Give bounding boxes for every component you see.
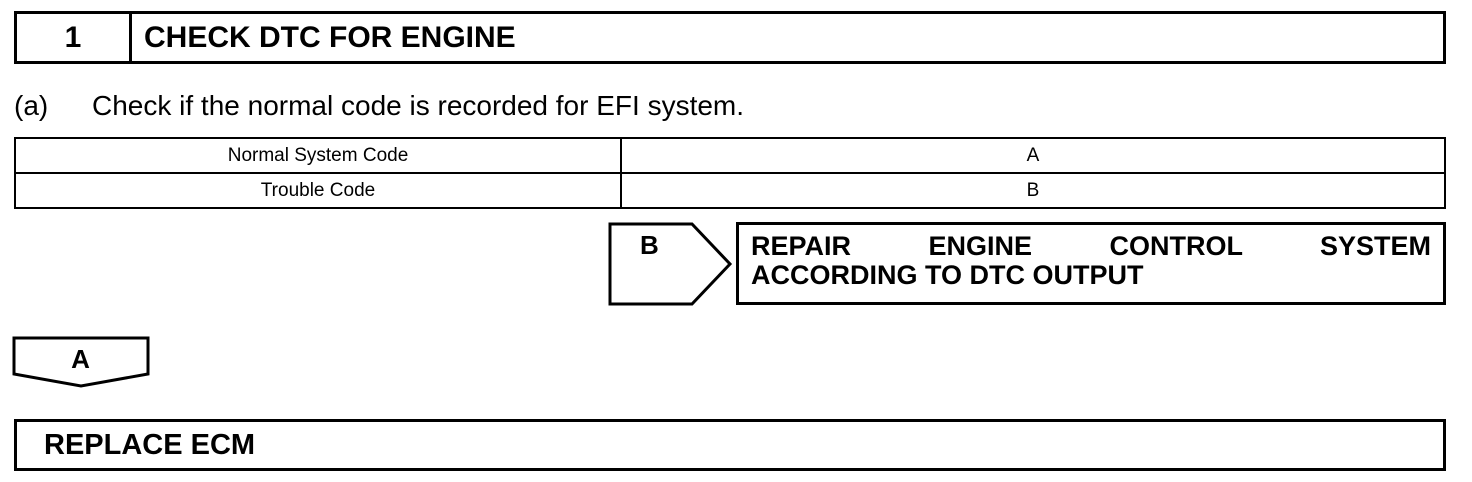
table-cell-result: B xyxy=(620,172,1446,209)
table-row: Trouble Code B xyxy=(14,172,1446,209)
replace-ecm-box: REPLACE ECM xyxy=(14,419,1446,471)
branch-b-arrow-icon xyxy=(608,222,733,306)
result-table: Normal System Code A Trouble Code B xyxy=(14,137,1446,209)
branch-a-label: A xyxy=(71,344,90,374)
table-cell-result: A xyxy=(620,137,1446,174)
table-cell-condition: Normal System Code xyxy=(14,137,622,174)
branch-a-arrow-icon xyxy=(12,336,150,388)
instruction-marker: (a) xyxy=(14,90,49,121)
branch-b-action-line2: ACCORDING TO DTC OUTPUT xyxy=(751,260,1144,290)
step-number: 1 xyxy=(17,14,132,61)
branch-b-action-line1: REPAIR ENGINE CONTROL SYSTEM xyxy=(751,231,1431,261)
instruction: (a) Check if the normal code is recorded… xyxy=(14,90,744,122)
branch-b-label: B xyxy=(640,230,659,260)
instruction-text: Check if the normal code is recorded for… xyxy=(92,90,745,121)
branch-b-action-box: REPAIR ENGINE CONTROL SYSTEM ACCORDING T… xyxy=(736,222,1446,305)
step-header: 1 CHECK DTC FOR ENGINE xyxy=(14,11,1446,64)
table-cell-condition: Trouble Code xyxy=(14,172,622,209)
replace-ecm-title: REPLACE ECM xyxy=(44,428,256,461)
step-title: CHECK DTC FOR ENGINE xyxy=(144,20,516,54)
table-row: Normal System Code A xyxy=(14,137,1446,174)
